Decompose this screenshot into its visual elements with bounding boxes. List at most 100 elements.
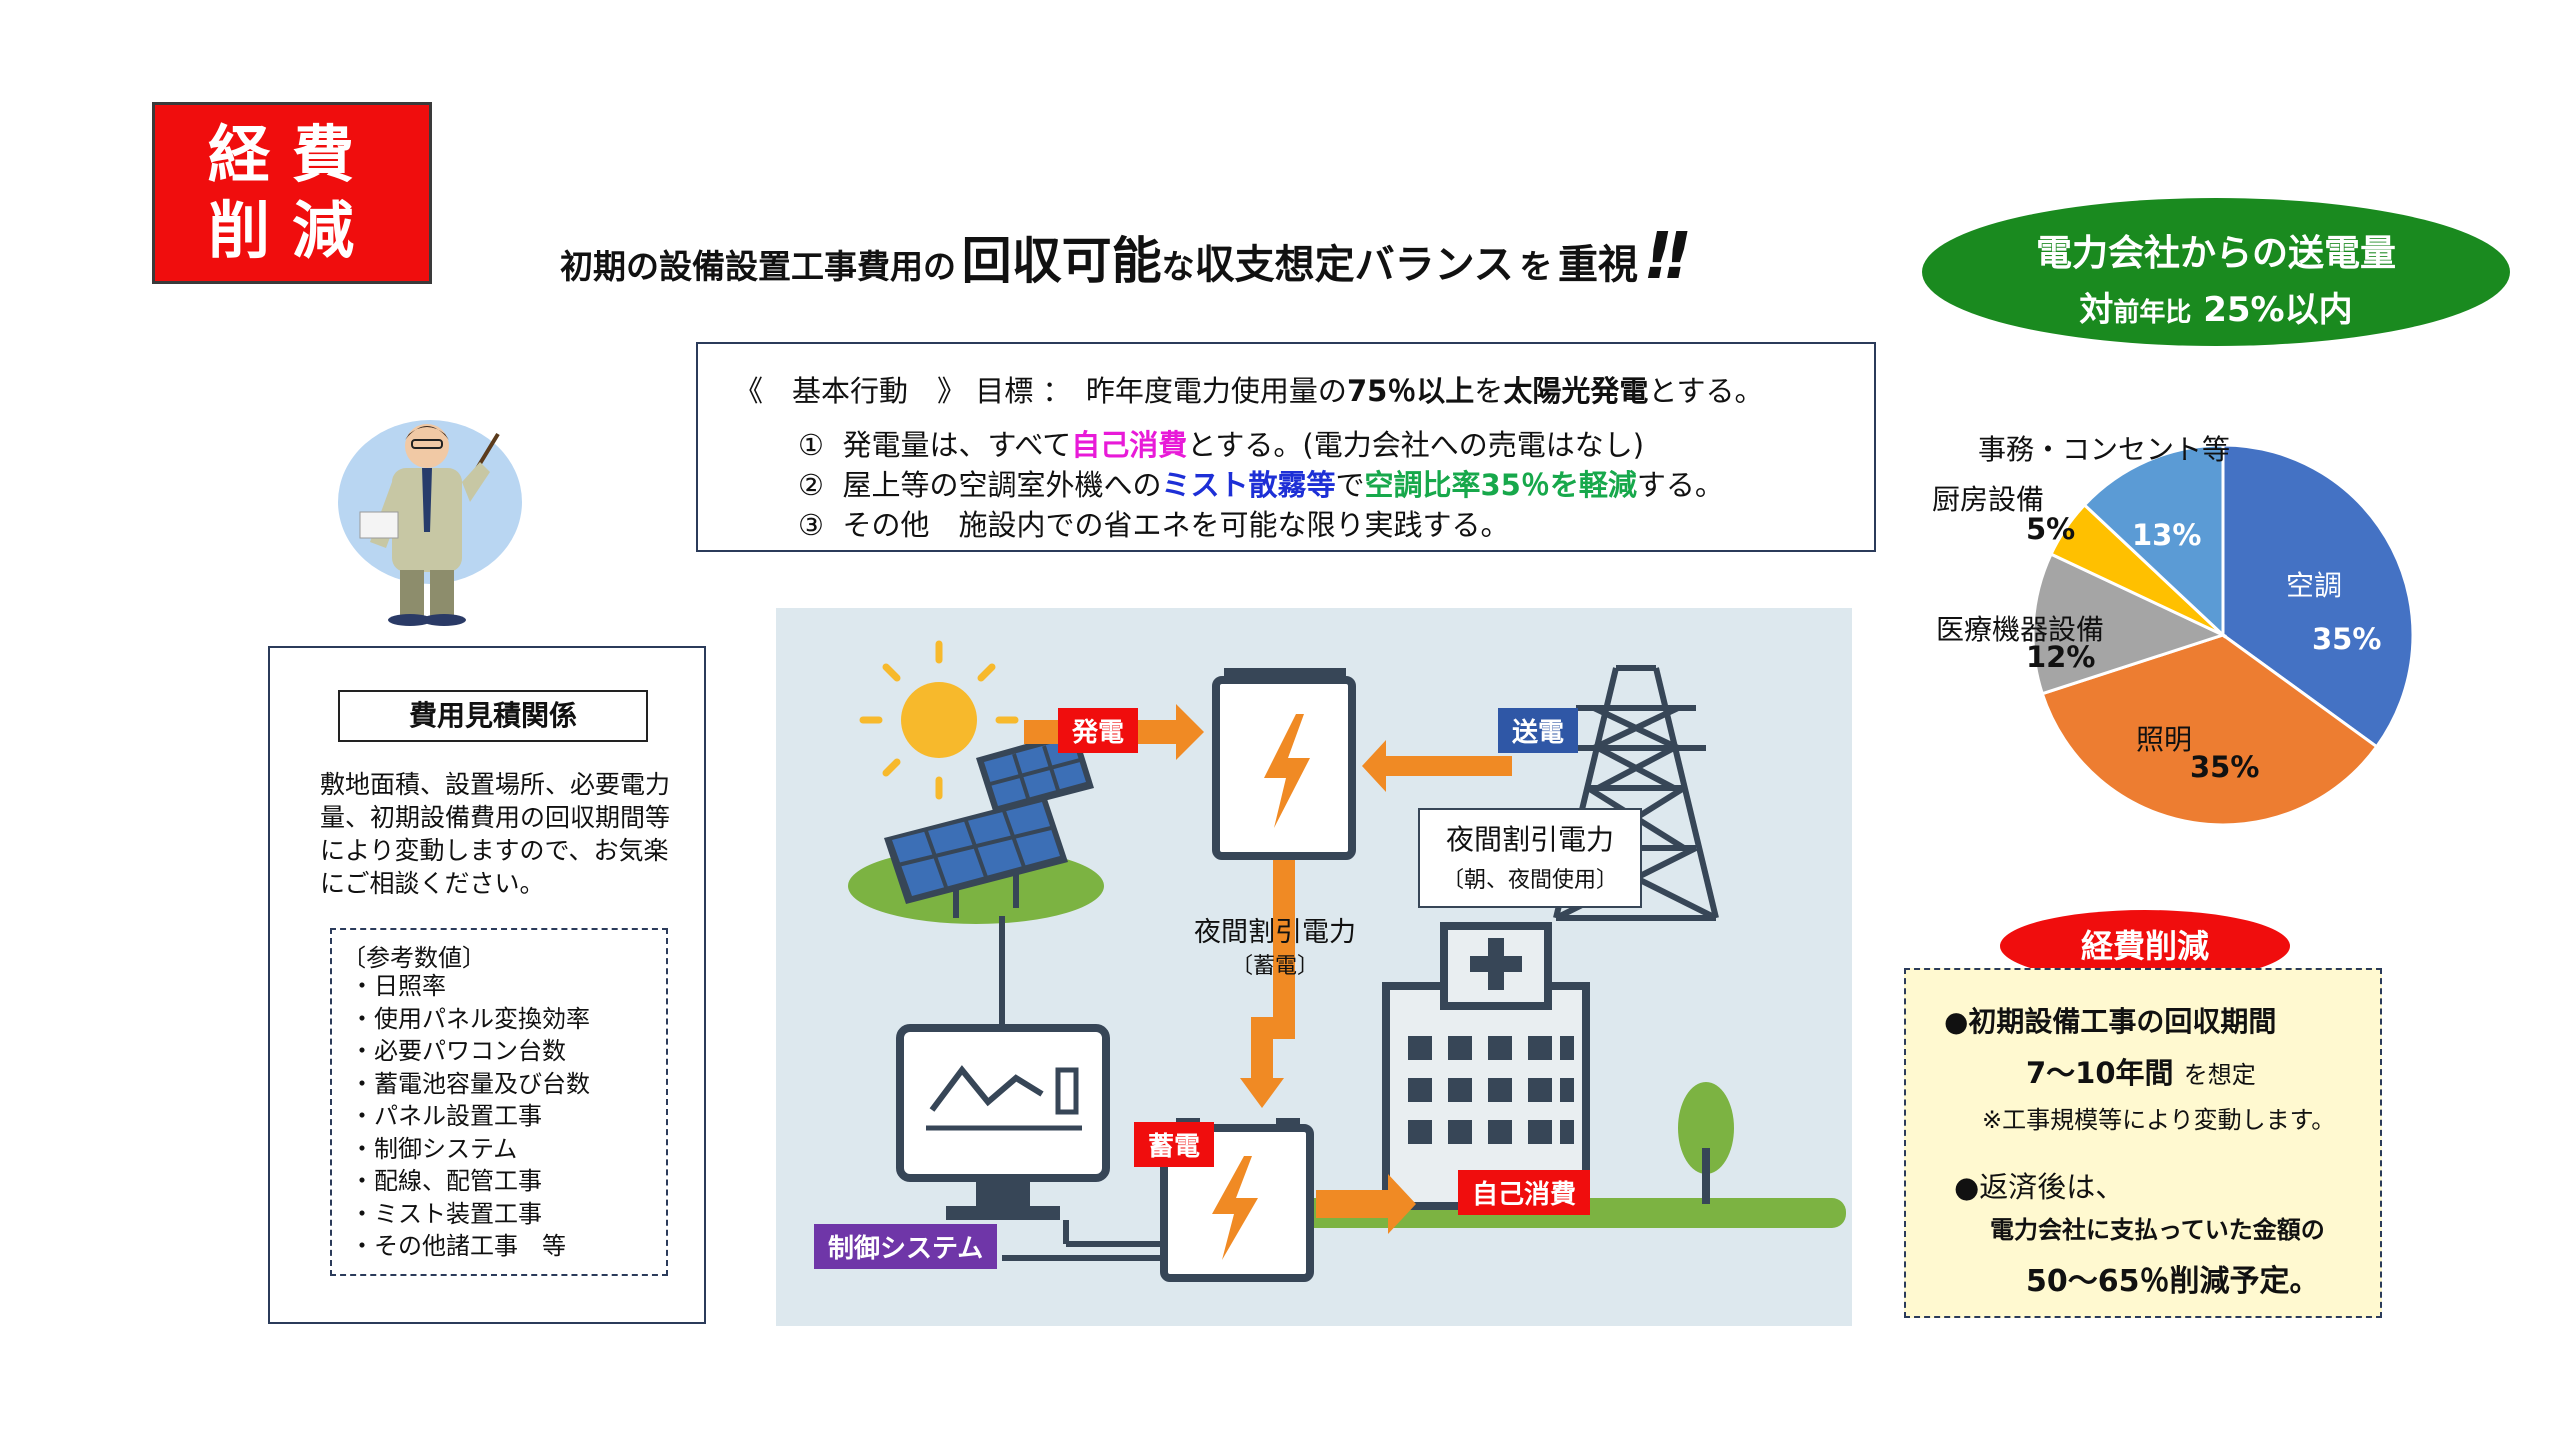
cost-cut-after: ●返済後は、 — [1954, 1170, 2125, 1204]
action-item-2-text: 屋上等の空調室外機への — [842, 468, 1162, 502]
power-oval-line2: 対前年比 25%以内 — [1922, 282, 2510, 331]
pie-label-lighting: 照明 — [2136, 723, 2193, 756]
tag-transmission: 送電 — [1498, 708, 1579, 753]
reference-title: 〔参考数値〕 — [342, 944, 486, 972]
tag-generation: 発電 — [1058, 708, 1139, 753]
hospital-building-icon — [1382, 922, 1590, 1210]
pie-slice-1 — [2040, 633, 2379, 827]
arrow-transmission — [1362, 740, 1512, 792]
tag-control-system: 制御システム — [814, 1224, 998, 1269]
control-monitor-icon — [896, 1024, 1110, 1220]
action-item-3-text: その他 施設内での省エネを可能な限り実践する。 — [842, 508, 1510, 542]
action-item-1-highlight: 自己消費 — [1071, 428, 1188, 462]
pie-pct-medical: 12% — [2026, 640, 2096, 674]
sun-icon — [859, 640, 1019, 800]
headline-part6: 重視 — [1557, 242, 1638, 288]
power-oval-small: 前年比 — [2113, 298, 2192, 328]
cost-cut-assume: を想定 — [2183, 1061, 2256, 1089]
action-goal-text: 《 基本行動 》 目標 ： 昨年度電力使用量の — [734, 374, 1347, 408]
reference-item: ミスト装置工事 — [374, 1198, 590, 1231]
cost-cut-paid: 電力会社に支払っていた金額の — [1990, 1216, 2325, 1244]
action-item-3-num: ③ — [798, 508, 824, 542]
cost-cut-years: 7～10年間 — [2026, 1056, 2174, 1090]
power-oval-line1: 電力会社からの送電量 — [2035, 233, 2396, 274]
reference-item: 日照率 — [374, 970, 590, 1003]
pie-label-medical: 医療機器設備 — [1936, 613, 2105, 646]
headline-part3: な — [1161, 247, 1195, 286]
reference-item: 配線、配管工事 — [374, 1165, 590, 1198]
pie-label-kitchen: 厨房設備 — [1932, 483, 2045, 516]
night-power-label: 夜間割引電力 — [1445, 823, 1614, 856]
pie-pct-kitchen: 5% — [2026, 512, 2076, 546]
diagram-graphics — [848, 640, 1846, 1282]
cost-cut-note: ※工事規模等により変動します。 — [1982, 1106, 2336, 1134]
action-goal-solar: 太陽光発電 — [1503, 374, 1649, 408]
headline-exclamation: !! — [1643, 220, 1692, 294]
power-conditioner-icon — [1212, 668, 1356, 860]
action-item-2-reduce: 空調比率35％を軽減 — [1364, 468, 1637, 502]
pie-pct-office: 13% — [2132, 518, 2202, 552]
reference-item: 蓄電池容量及び台数 — [374, 1068, 590, 1101]
cost-cut-box: ●初期設備工事の回収期間 7～10年間 を想定 ※工事規模等により変動します。 … — [1904, 968, 2382, 1318]
action-goal-end: とする。 — [1648, 374, 1764, 408]
pie-slice-0 — [2221, 443, 2415, 749]
headline: 初期の設備設置工事費用の 回収可能な収支想定バランス を 重視 !! — [560, 220, 1692, 294]
solar-panel-icon — [848, 730, 1104, 924]
night-power-box: 夜間割引電力 〔朝、夜間使用〕 — [1418, 808, 1642, 908]
cost-cut-payback: ●初期設備工事の回収期間 — [1944, 1005, 2277, 1038]
estimate-title: 費用見積関係 — [338, 690, 648, 742]
power-oval-value: 25%以内 — [2203, 290, 2353, 330]
pie-label-office: 事務・コンセント等 — [1978, 433, 2231, 466]
cost-cut-result: 50～65％削減予定。 — [2026, 1264, 2320, 1299]
energy-flow-diagram: 発電 送電 夜間割引電力 〔朝、夜間使用〕 夜間割引電力 〔蓄電〕 蓄電 自己消… — [776, 608, 1852, 1326]
action-item-2-mist: ミスト散霧等 — [1161, 468, 1336, 502]
pie-label-aircon: 空調 — [2286, 569, 2343, 602]
headline-part2: 回収可能 — [961, 232, 1162, 290]
pie-pct-lighting: 35% — [2190, 750, 2260, 784]
badge-line1: 経費 — [207, 118, 376, 191]
action-item-2-end: する。 — [1636, 468, 1724, 502]
arrow-storage — [1251, 860, 1295, 1082]
arrow-self-consumption — [1316, 1174, 1416, 1234]
action-goal-particle: を — [1474, 374, 1504, 408]
night-storage-label: 夜間割引電力 — [1194, 917, 1356, 948]
action-goal-line: 《 基本行動 》 目標 ： 昨年度電力使用量の75％以上を太陽光発電とする。 — [734, 368, 1763, 410]
estimate-body: 敷地面積、設置場所、必要電力量、初期設備費用の回収期間等により変動しますので、お… — [320, 770, 671, 898]
pie-slice-2 — [2031, 552, 2228, 696]
cost-cut-years-row: 7～10年間 を想定 — [2026, 1050, 2256, 1092]
headline-part5: を — [1519, 247, 1553, 286]
night-power-sub: 〔朝、夜間使用〕 — [1441, 868, 1618, 893]
power-usage-pie-chart — [2031, 443, 2415, 827]
tag-storage: 蓄電 — [1134, 1122, 1215, 1167]
action-item-1-text: 発電量は、すべて — [842, 428, 1072, 462]
pie-slice-4 — [2082, 443, 2225, 639]
action-item-3: ③ その他 施設内での省エネを可能な限り実践する。 — [798, 502, 1509, 544]
tree-icon — [1678, 1082, 1734, 1204]
action-item-1: ① 発電量は、すべて自己消費とする。(電力会社への売電はなし) — [798, 422, 1644, 464]
presenter-illustration — [338, 420, 522, 626]
action-item-1-end: とする。(電力会社への売電はなし) — [1187, 428, 1645, 462]
cost-estimate-panel: 費用見積関係 敷地面積、設置場所、必要電力量、初期設備費用の回収期間等により変動… — [268, 646, 706, 1324]
reference-list: 日照率 使用パネル変換効率 必要パワコン台数 蓄電池容量及び台数 パネル設置工事… — [374, 970, 590, 1263]
action-item-1-num: ① — [798, 428, 824, 462]
action-item-2-particle: で — [1335, 468, 1365, 502]
pie-pct-aircon: 35% — [2312, 622, 2382, 656]
tag-self-consumption: 自己消費 — [1458, 1170, 1591, 1215]
headline-part4: 収支想定バランス — [1194, 242, 1514, 288]
basic-action-box: 《 基本行動 》 目標 ： 昨年度電力使用量の75％以上を太陽光発電とする。 ①… — [696, 342, 1876, 552]
reference-values-box: 〔参考数値〕 日照率 使用パネル変換効率 必要パワコン台数 蓄電池容量及び台数 … — [330, 928, 668, 1276]
power-oval-prefix: 対 — [2079, 290, 2114, 330]
reference-item: パネル設置工事 — [374, 1100, 590, 1133]
headline-part1: 初期の設備設置工事費用の — [560, 247, 956, 286]
reference-item: 使用パネル変換効率 — [374, 1003, 590, 1036]
power-supply-oval: 電力会社からの送電量 対前年比 25%以内 — [1922, 198, 2510, 346]
cost-reduction-badge: 経費 削減 — [152, 102, 432, 284]
reference-item: その他諸工事 等 — [374, 1230, 590, 1263]
action-item-2: ② 屋上等の空調室外機へのミスト散霧等で空調比率35％を軽減する。 — [798, 462, 1724, 504]
badge-line2: 削減 — [207, 194, 376, 267]
reference-item: 制御システム — [374, 1133, 590, 1166]
action-item-2-num: ② — [798, 468, 824, 502]
reference-item: 必要パワコン台数 — [374, 1035, 590, 1068]
action-goal-percent: 75％以上 — [1346, 374, 1475, 408]
night-storage-sub: 〔蓄電〕 — [1230, 954, 1319, 979]
